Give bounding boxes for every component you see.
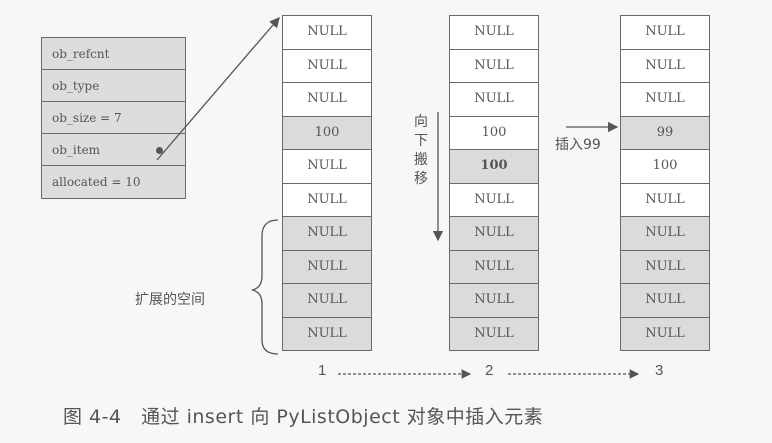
- step-number-1: 1: [318, 362, 327, 379]
- brace-icon: [251, 219, 279, 355]
- array-cell: NULL: [283, 217, 371, 251]
- field-label: ob_type: [52, 79, 100, 93]
- step-number-3: 3: [655, 362, 664, 379]
- array-column-2: NULL NULL NULL 100 100 NULL NULL NULL NU…: [449, 15, 539, 351]
- array-cell: NULL: [450, 16, 538, 50]
- field-label: ob_item: [52, 143, 101, 157]
- array-cell: NULL: [621, 317, 709, 350]
- field-label: ob_refcnt: [52, 47, 110, 61]
- array-cell: NULL: [450, 83, 538, 117]
- array-cell: NULL: [621, 50, 709, 83]
- array-cell: NULL: [283, 83, 371, 117]
- array-cell: NULL: [283, 16, 371, 50]
- array-column-3: NULL NULL NULL 99 100 NULL NULL NULL NUL…: [620, 15, 710, 351]
- array-cell: NULL: [450, 317, 538, 350]
- move-down-char: 下: [414, 133, 428, 149]
- array-cell: NULL: [450, 217, 538, 251]
- array-cell: NULL: [450, 284, 538, 318]
- move-down-char: 移: [414, 171, 428, 187]
- array-cell: 100: [450, 150, 538, 184]
- array-cell: NULL: [621, 250, 709, 284]
- step-number-2: 2: [485, 362, 494, 379]
- array-cell: NULL: [450, 250, 538, 284]
- array-cell: NULL: [621, 83, 709, 117]
- array-cell: 100: [283, 116, 371, 150]
- ob-item-pointer-arrow-icon: [156, 17, 280, 161]
- figure-caption: 图 4-4 通过 insert 向 PyListObject 对象中插入元素: [63, 406, 544, 428]
- array-cell: NULL: [283, 50, 371, 83]
- field-ob-item: ob_item: [42, 134, 185, 166]
- array-cell: 100: [450, 117, 538, 150]
- field-ob-type: ob_type: [42, 70, 185, 102]
- array-cell: NULL: [283, 150, 371, 184]
- move-down-char: 搬: [414, 152, 428, 168]
- array-cell: NULL: [283, 284, 371, 318]
- array-cell: NULL: [283, 317, 371, 350]
- array-cell: NULL: [450, 184, 538, 217]
- field-label: ob_size = 7: [52, 111, 122, 125]
- move-down-char: 向: [414, 114, 428, 130]
- array-cell: 99: [621, 116, 709, 150]
- array-cell: NULL: [450, 50, 538, 83]
- field-ob-size: ob_size = 7: [42, 102, 185, 134]
- pylistobject-struct: ob_refcnt ob_type ob_size = 7 ob_item al…: [41, 37, 186, 199]
- field-label: allocated = 10: [52, 175, 141, 189]
- array-column-1: NULL NULL NULL 100 NULL NULL NULL NULL N…: [282, 15, 372, 351]
- array-cell: NULL: [621, 217, 709, 251]
- array-cell: NULL: [621, 16, 709, 50]
- pointer-dot-icon: [156, 147, 163, 154]
- array-cell: NULL: [283, 250, 371, 284]
- array-cell: NULL: [283, 184, 371, 217]
- field-ob-refcnt: ob_refcnt: [42, 38, 185, 70]
- field-allocated: allocated = 10: [42, 166, 185, 198]
- array-cell: NULL: [621, 184, 709, 217]
- array-cell: 100: [621, 150, 709, 184]
- insert-99-label: 插入99: [555, 137, 601, 153]
- array-cell: NULL: [621, 284, 709, 318]
- move-down-label: 向 下 搬 移: [414, 113, 430, 189]
- expanded-space-label: 扩展的空间: [135, 292, 205, 308]
